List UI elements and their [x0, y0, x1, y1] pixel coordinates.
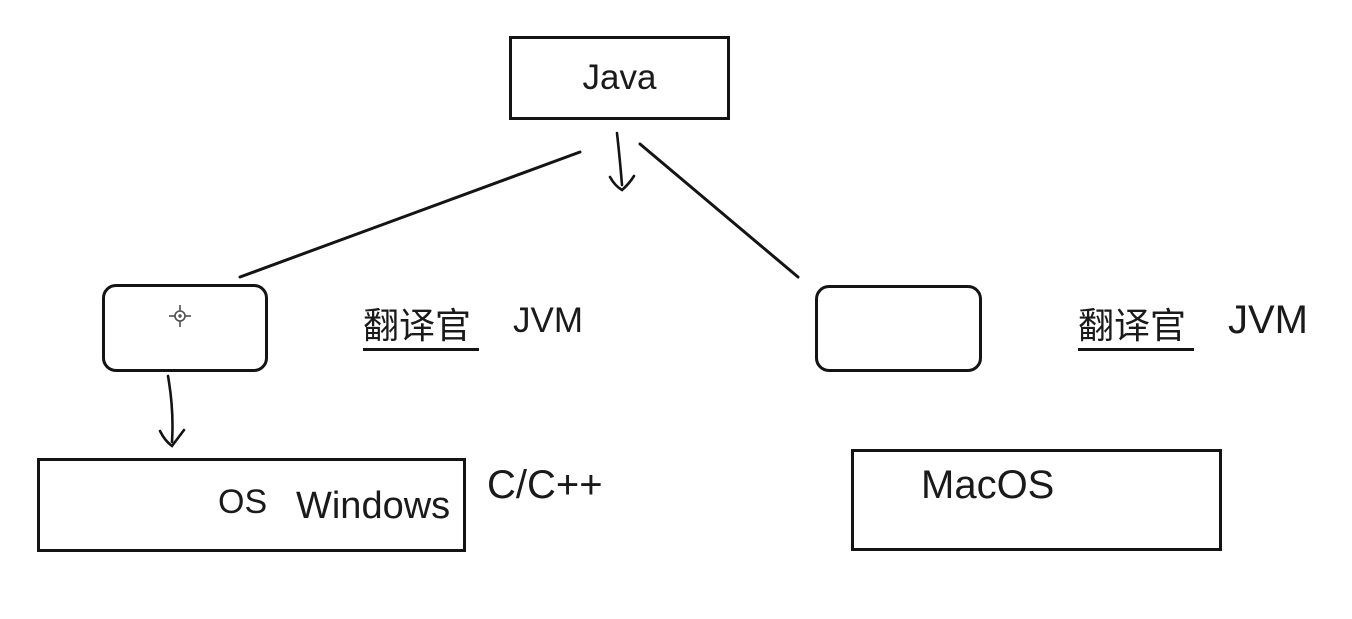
- os-windows-box: OS Windows: [37, 458, 466, 552]
- java-box: Java: [509, 36, 730, 120]
- edge-java-down-arrow-shaft: [615, 131, 624, 187]
- right-jvm-label: JVM: [1228, 298, 1308, 342]
- edge-java-to-left-jvm: [238, 150, 582, 279]
- edge-leftjvm-to-os-arrowhead: [158, 428, 186, 448]
- precision-crosshair-cursor-icon: [169, 305, 191, 327]
- macos-label: MacOS: [921, 463, 1055, 507]
- cpp-label: C/C++: [487, 463, 603, 507]
- os-label: OS: [218, 483, 268, 521]
- right-translator-label: 翻译官: [1078, 308, 1195, 351]
- left-translator-label: 翻译官: [363, 308, 480, 351]
- jvm-right-box: [815, 285, 982, 372]
- jvm-left-box: [102, 284, 268, 372]
- edge-leftjvm-to-os-shaft: [166, 374, 174, 444]
- windows-label: Windows: [296, 485, 451, 527]
- edge-java-down-arrowhead: [608, 174, 636, 192]
- java-label: Java: [582, 58, 657, 97]
- macos-box: MacOS: [851, 449, 1222, 551]
- left-jvm-label: JVM: [513, 301, 583, 340]
- edge-java-to-right-jvm: [638, 142, 800, 279]
